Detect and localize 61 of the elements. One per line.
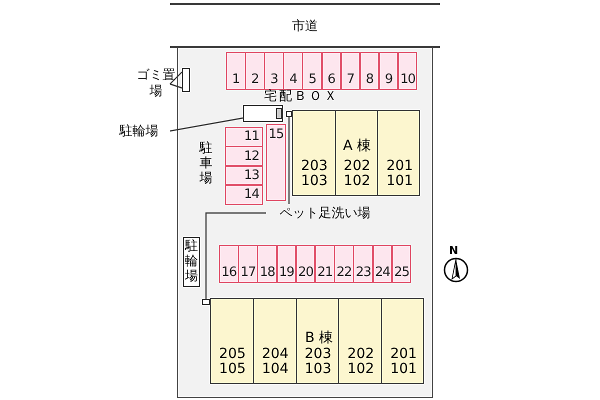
leader-line: [288, 117, 290, 204]
parking-space: 17: [238, 245, 258, 283]
area-label: 駐輪場: [108, 122, 170, 140]
parking-space: 24: [372, 245, 392, 283]
parking-space: 13: [225, 166, 263, 186]
parking-space: 9: [378, 52, 398, 90]
leader-line: [169, 71, 183, 89]
unit-number: 101: [390, 362, 417, 377]
parking-space: 3: [264, 52, 284, 90]
bicycle-shelter: [243, 105, 283, 122]
parking-space: 14: [225, 184, 263, 205]
parking-space: 2: [245, 52, 265, 90]
building-name: A 棟: [343, 137, 372, 155]
apartment-building: [292, 110, 420, 196]
unit-number: 201: [386, 159, 414, 174]
unit-number: 103: [300, 174, 328, 189]
road-band: 市道: [170, 3, 440, 48]
pet-wash-box: [286, 111, 292, 117]
parking-space: 4: [283, 52, 303, 90]
unit-number: 201: [390, 347, 417, 362]
pet-wash-box: [202, 299, 210, 305]
parking-space: 25: [392, 245, 412, 283]
area-label: ゴミ置場: [136, 66, 176, 102]
unit-number: 203: [304, 347, 332, 362]
parking-space: 18: [257, 245, 278, 283]
unit-number: 204: [262, 347, 289, 362]
unit-number: 205: [219, 347, 246, 362]
compass-letter: N: [449, 244, 458, 257]
delivery-box-label: 宅配ＢＯＸ: [264, 88, 339, 105]
parking-space: 10: [398, 52, 418, 90]
unit-number: 103: [304, 362, 332, 377]
unit-number: 104: [262, 362, 289, 377]
parking-space: 22: [334, 245, 354, 283]
parking-space: 23: [353, 245, 374, 283]
parking-space: 5: [302, 52, 322, 90]
unit-number: 202: [347, 347, 374, 362]
unit-number: 203: [300, 159, 328, 174]
unit-number: 202: [344, 159, 370, 174]
garbage-storage-box: [182, 68, 190, 92]
bicycle-shelter: 駐輪場: [183, 237, 200, 287]
apartment-building: [210, 298, 424, 384]
parking-space: 8: [360, 52, 380, 90]
unit-number: 101: [386, 174, 414, 189]
leader-line: [170, 117, 244, 132]
unit-number: 105: [219, 362, 246, 377]
unit-number: 102: [347, 362, 374, 377]
parking-space: 12: [225, 146, 263, 166]
parking-space: 1: [226, 52, 246, 90]
leader-line: [205, 212, 266, 299]
parking-space: 15: [266, 124, 286, 201]
parking-space: 19: [276, 245, 296, 283]
unit-number: 102: [344, 174, 370, 189]
parking-space: 6: [322, 52, 342, 90]
parking-space: 7: [340, 52, 360, 90]
area-label: ペット足洗い場: [266, 204, 384, 222]
parking-space: 21: [315, 245, 335, 283]
parking-space: 20: [296, 245, 316, 283]
building-name: B 棟: [305, 329, 334, 347]
parking-space: 16: [219, 245, 239, 283]
parking-space: 11: [225, 127, 263, 147]
area-label: 駐車場: [198, 140, 214, 188]
